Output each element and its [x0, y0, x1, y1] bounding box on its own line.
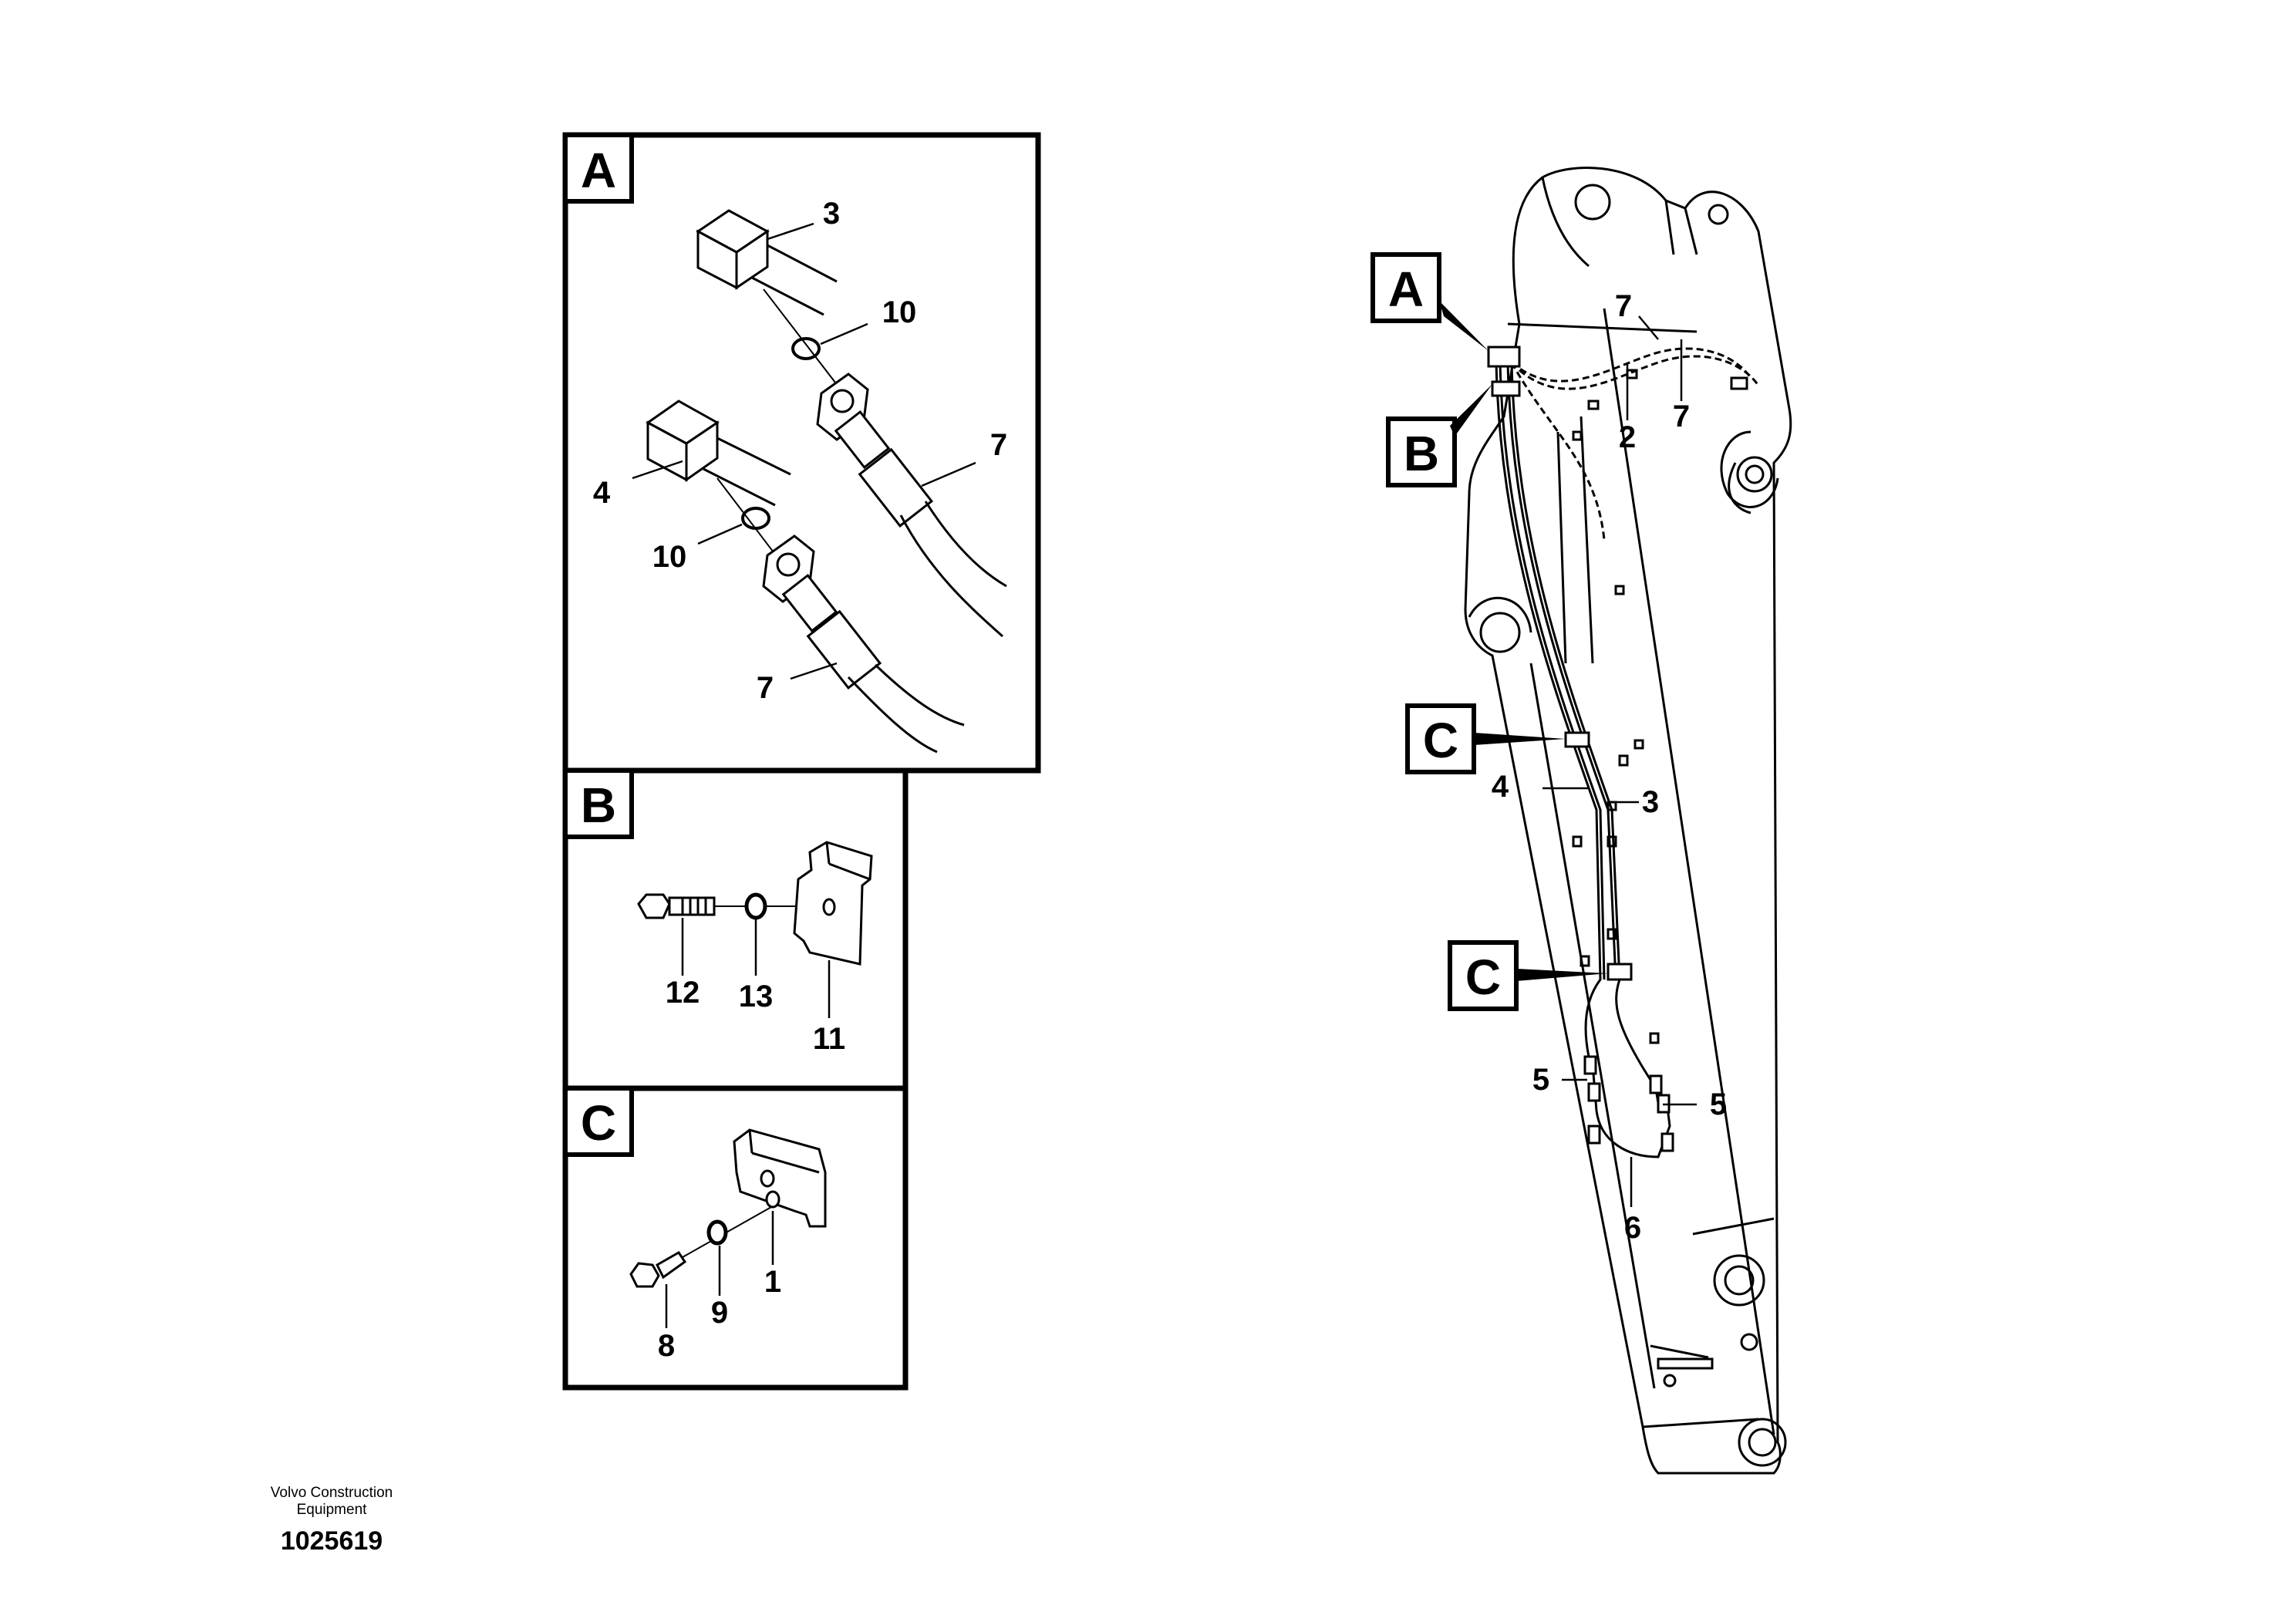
hose-7-upper: [816, 373, 1007, 638]
drawing-number: 1025619: [280, 1526, 383, 1556]
boom-ref-c-lower: C: [1448, 940, 1608, 1011]
excavator-boom: [1464, 167, 1792, 1475]
boom-hose-hidden: [1510, 347, 1760, 541]
detail-panel-c: C 8 9 1: [562, 1085, 909, 1391]
detail-panel-a: A 3 10 7: [562, 132, 1041, 774]
boom-ref-c-upper-letter: C: [1423, 713, 1458, 768]
company-name-line1: Volvo Construction: [270, 1485, 393, 1501]
boom-callout-5-left: 5: [1532, 1063, 1549, 1097]
hose-7-lower: [762, 534, 965, 754]
panel-c-letter-box: [563, 1086, 634, 1157]
panel-a-letter-box: [563, 133, 634, 204]
callout-12: 12: [666, 976, 700, 1010]
callout-1: 1: [764, 1265, 781, 1299]
callout-9: 9: [711, 1296, 728, 1330]
clamp-plate-11: [793, 841, 873, 966]
boom-callouts: [1542, 315, 1697, 1207]
boom-callout-4: 4: [1492, 770, 1509, 804]
callout-11: 11: [813, 1022, 845, 1056]
panel-b-letter-box: [563, 768, 634, 839]
boom-callout-5-right: 5: [1710, 1088, 1727, 1121]
detail-panel-b: B 12 13 11: [562, 767, 909, 1091]
boom-ref-c-lower-letter: C: [1465, 949, 1501, 1005]
callout-7-lower: 7: [757, 671, 774, 705]
callout-10-upper: 10: [882, 295, 917, 329]
boom-clamps: [1487, 346, 1748, 981]
panel-c-letter: C: [581, 1095, 616, 1151]
callout-10-lower: 10: [652, 540, 687, 574]
boom-callout-2: 2: [1619, 420, 1636, 454]
callout-7-upper: 7: [990, 428, 1007, 462]
boom-ref-b: B: [1386, 384, 1492, 487]
callout-8: 8: [658, 1329, 675, 1363]
washer-9: [706, 1219, 728, 1246]
bolt-12: [637, 893, 716, 919]
o-ring-10-upper: [791, 337, 821, 360]
boom-ref-a-letter: A: [1388, 261, 1424, 317]
pipe-fitting-3: [696, 209, 838, 316]
footer-block: Volvo Construction Equipment 1025619: [231, 1485, 432, 1556]
washer-13: [744, 892, 767, 920]
boom-callout-7-a: 7: [1615, 289, 1632, 323]
pipe-fitting-4: [646, 400, 791, 507]
boom-hose-lines: [1495, 362, 1671, 1158]
panel-a-letter: A: [581, 143, 616, 198]
clamp-plate-1: [733, 1128, 827, 1228]
company-name-line2: Equipment: [296, 1502, 367, 1518]
boom-ref-a: A: [1371, 252, 1489, 351]
callout-4: 4: [593, 476, 611, 510]
boom-ref-c-upper: C: [1405, 703, 1566, 774]
fittings-5: [1583, 1055, 1674, 1152]
callout-13: 13: [739, 980, 774, 1013]
boom-callout-7-b: 7: [1673, 400, 1690, 433]
boom-callout-3: 3: [1642, 785, 1659, 819]
panel-b-letter: B: [581, 777, 616, 833]
bolt-8: [629, 1251, 687, 1288]
boom-ref-b-letter: B: [1404, 426, 1439, 481]
boom-callout-6: 6: [1624, 1211, 1641, 1245]
o-ring-10-lower: [741, 507, 770, 530]
callout-3: 3: [823, 197, 840, 231]
